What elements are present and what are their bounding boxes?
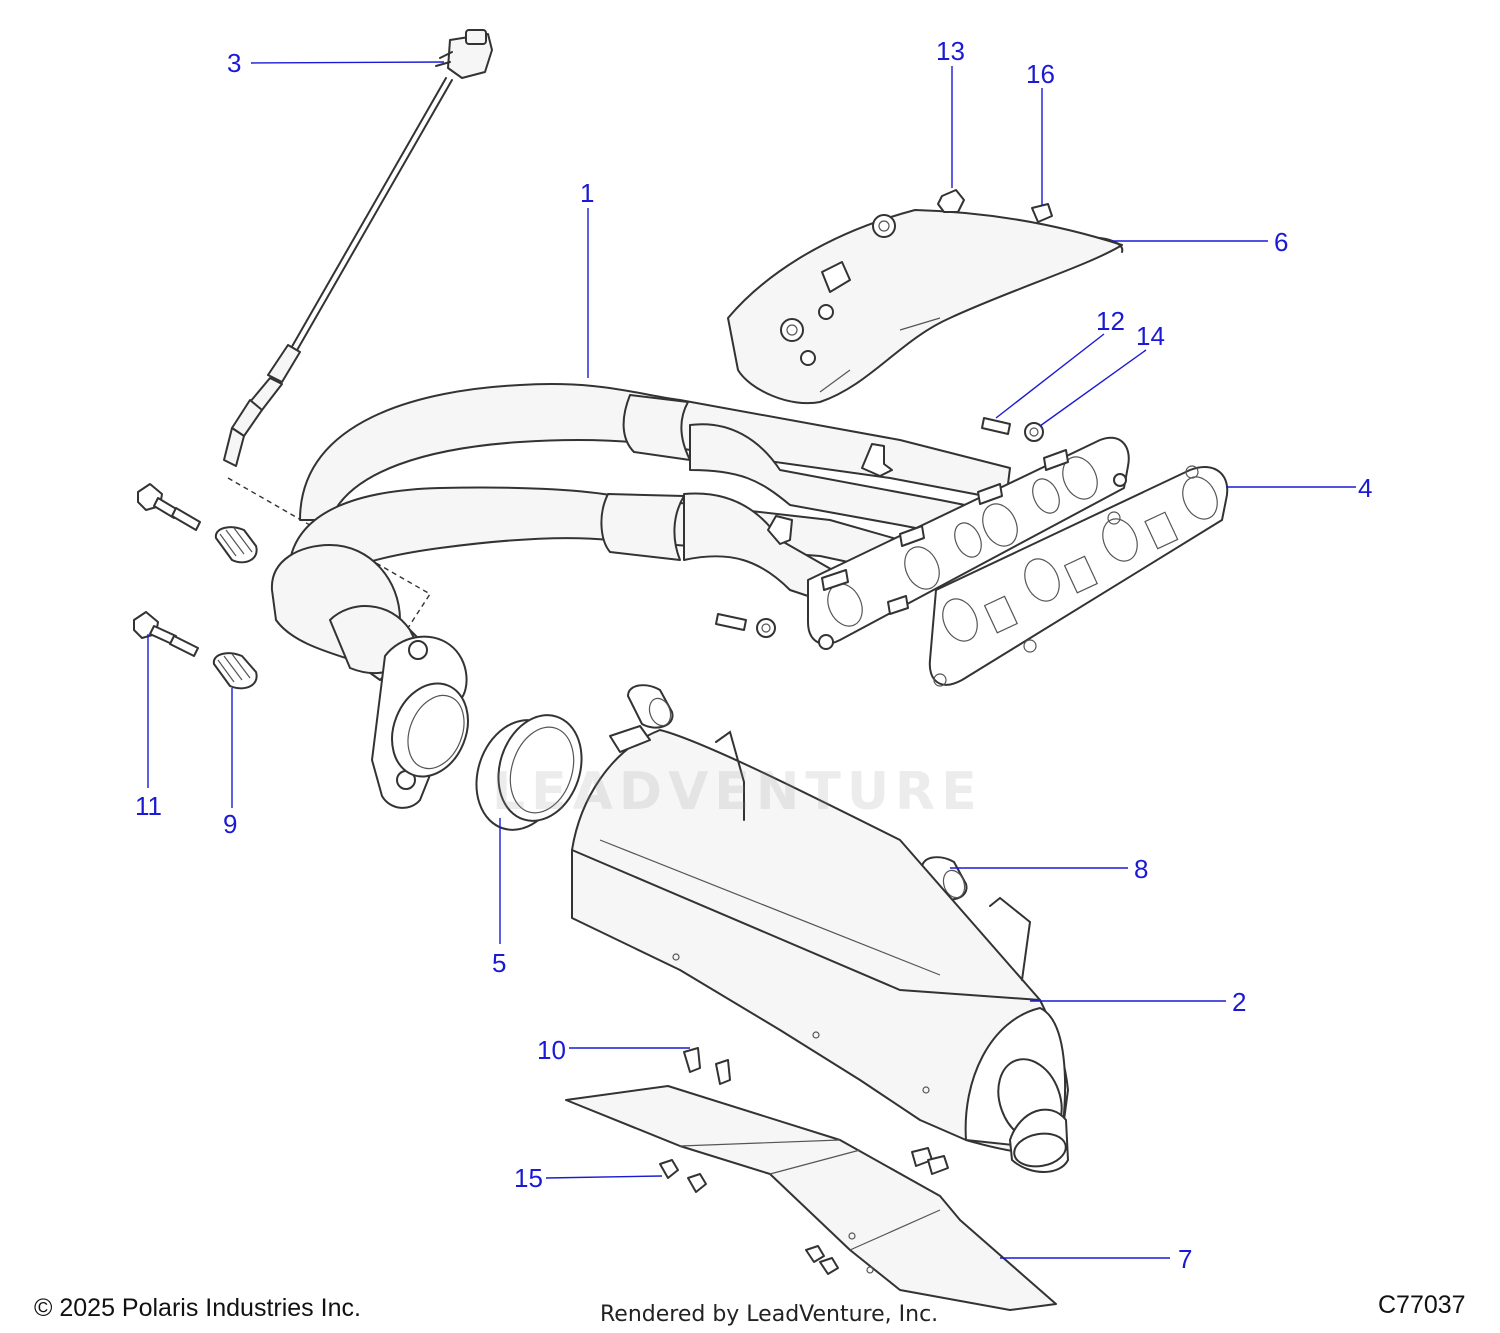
callout-1[interactable]: 1 [580, 178, 595, 208]
watermark: LEADVENTURE [492, 762, 983, 822]
callout-15[interactable]: 15 [514, 1163, 543, 1193]
heat-shield-bolt-16[interactable] [1031, 203, 1053, 223]
muffler[interactable] [571, 725, 1073, 1173]
heat-shield-lower[interactable] [565, 1085, 1057, 1311]
exhaust-gasket[interactable] [928, 465, 1229, 687]
spring-lower[interactable] [212, 652, 258, 690]
copyright-text: © 2025 Polaris Industries Inc. [34, 1294, 361, 1322]
callout-16[interactable]: 16 [1026, 59, 1055, 89]
spring-upper[interactable] [214, 526, 258, 564]
callout-3[interactable]: 3 [227, 48, 242, 78]
leader-lines [147, 61, 1356, 1259]
header-flange[interactable] [371, 635, 481, 809]
callout-9[interactable]: 9 [223, 809, 238, 839]
flange-bolt-upper[interactable] [137, 483, 201, 531]
manifold-stud-12[interactable] [981, 417, 1011, 435]
rendered-by-text: Rendered by LeadVenture, Inc. [600, 1302, 939, 1327]
heat-shield-upper[interactable] [727, 209, 1124, 405]
callout-5[interactable]: 5 [492, 948, 507, 978]
manifold-flange[interactable] [807, 436, 1130, 650]
grommet-upper[interactable] [627, 684, 674, 729]
callout-13[interactable]: 13 [936, 36, 965, 66]
shield-bolt-rear[interactable] [911, 1147, 949, 1175]
callout-14[interactable]: 14 [1136, 321, 1165, 351]
callout-2[interactable]: 2 [1232, 987, 1247, 1017]
shield-nut-rear[interactable] [805, 1245, 839, 1275]
manifold-nut-14[interactable] [1024, 422, 1044, 442]
diagram-code: C77037 [1378, 1291, 1466, 1319]
manifold-stud-lower[interactable] [715, 613, 776, 638]
callout-8[interactable]: 8 [1134, 854, 1149, 884]
flange-bolt-lower[interactable] [133, 611, 199, 657]
heat-shield-nut-13[interactable] [937, 189, 965, 213]
callout-11[interactable]: 11 [135, 791, 162, 821]
callout-7[interactable]: 7 [1178, 1244, 1193, 1274]
shield-nut-15[interactable] [659, 1159, 707, 1193]
oxygen-sensor[interactable] [223, 29, 493, 467]
exhaust-seal-ring[interactable] [463, 704, 595, 841]
callout-4[interactable]: 4 [1358, 473, 1373, 503]
callout-12[interactable]: 12 [1096, 306, 1125, 336]
callout-10[interactable]: 10 [537, 1035, 566, 1065]
exhaust-header[interactable] [270, 383, 1011, 681]
shield-bolt-10[interactable] [683, 1047, 731, 1085]
callout-6[interactable]: 6 [1274, 227, 1289, 257]
